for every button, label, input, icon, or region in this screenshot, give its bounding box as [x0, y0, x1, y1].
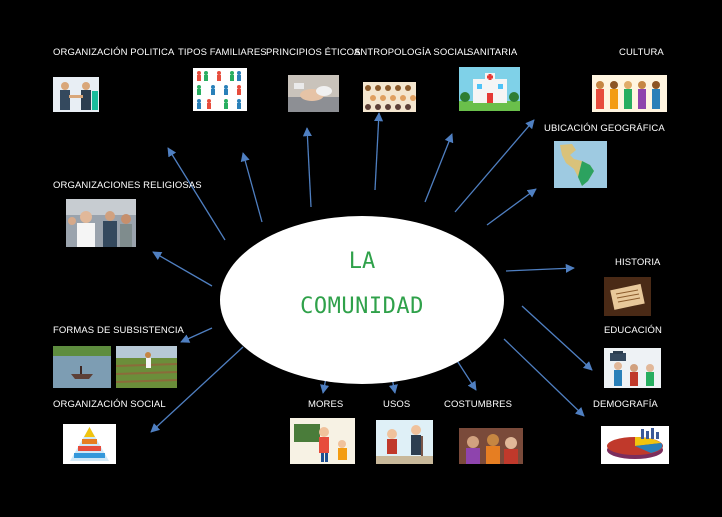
- subsistence-field-image: [116, 346, 177, 388]
- arrow-to-sanitaria: [424, 133, 454, 203]
- arrow-to-organizacion-social: [150, 346, 244, 433]
- label-usos: USOS: [383, 399, 411, 410]
- label-demografia: DEMOGRAFÍA: [593, 399, 658, 410]
- label-educacion: EDUCACIÓN: [604, 325, 662, 336]
- hospital-image: [459, 67, 520, 111]
- families-image: [193, 68, 247, 111]
- demography-image: [601, 426, 669, 464]
- label-formas-de-subsistencia: FORMAS DE SUBSISTENCIA: [53, 325, 184, 336]
- central-ellipse: LA COMUNIDAD: [220, 216, 504, 384]
- crowd-image: [363, 82, 416, 112]
- arrow-to-principios-eticos: [302, 127, 312, 208]
- label-tipos-familiares: TIPOS FAMILIARES: [178, 47, 267, 58]
- label-historia: HISTORIA: [615, 257, 661, 268]
- costumbres-image: [459, 428, 523, 464]
- history-image: [604, 277, 651, 316]
- map-image: [554, 141, 607, 188]
- religious-image: [66, 199, 136, 247]
- label-cultura: CULTURA: [619, 47, 664, 58]
- label-mores: MORES: [308, 399, 344, 410]
- arrow-to-educacion: [521, 305, 593, 371]
- ethics-image: [288, 75, 339, 112]
- arrow-to-organizaciones-religiosas: [152, 251, 213, 287]
- social-pyramid-image: [63, 424, 116, 464]
- arrow-to-ubicacion-geografica: [486, 188, 537, 226]
- mores-image: [290, 418, 355, 464]
- subsistence-river-image: [53, 346, 111, 388]
- politics-image: [53, 77, 99, 112]
- arrow-to-antropologia-social: [374, 112, 384, 191]
- label-ubicacion-geografica: UBICACIÓN GEOGRÁFICA: [544, 123, 665, 134]
- label-antropologia-social: ANTROPOLOGÍA SOCIAL: [354, 47, 469, 58]
- arrow-to-formas-de-subsistencia: [180, 327, 213, 343]
- arrow-to-tipos-familiares: [240, 152, 263, 223]
- arrow-to-costumbres: [455, 358, 477, 391]
- center-title-line2: COMUNIDAD: [300, 294, 424, 319]
- arrow-to-historia: [505, 263, 575, 273]
- arrow-to-demografia: [503, 338, 585, 417]
- label-organizacion-social: ORGANIZACIÓN SOCIAL: [53, 399, 166, 410]
- label-principios-eticos: PRINCIPIOS ÉTICOS: [266, 47, 361, 58]
- label-organizacion-politica: ORGANIZACIÓN POLITICA: [53, 47, 175, 58]
- arrow-to-cultura: [454, 119, 535, 213]
- label-sanitaria: SANITARIA: [467, 47, 518, 58]
- label-organizaciones-religiosas: ORGANIZACIONES RELIGIOSAS: [53, 180, 202, 191]
- arrow-to-organizacion-politica: [167, 147, 226, 241]
- education-image: [604, 348, 661, 388]
- label-costumbres: COSTUMBRES: [444, 399, 513, 410]
- usos-image: [376, 420, 433, 464]
- center-title-line1: LA: [348, 249, 376, 274]
- culture-image: [592, 75, 667, 112]
